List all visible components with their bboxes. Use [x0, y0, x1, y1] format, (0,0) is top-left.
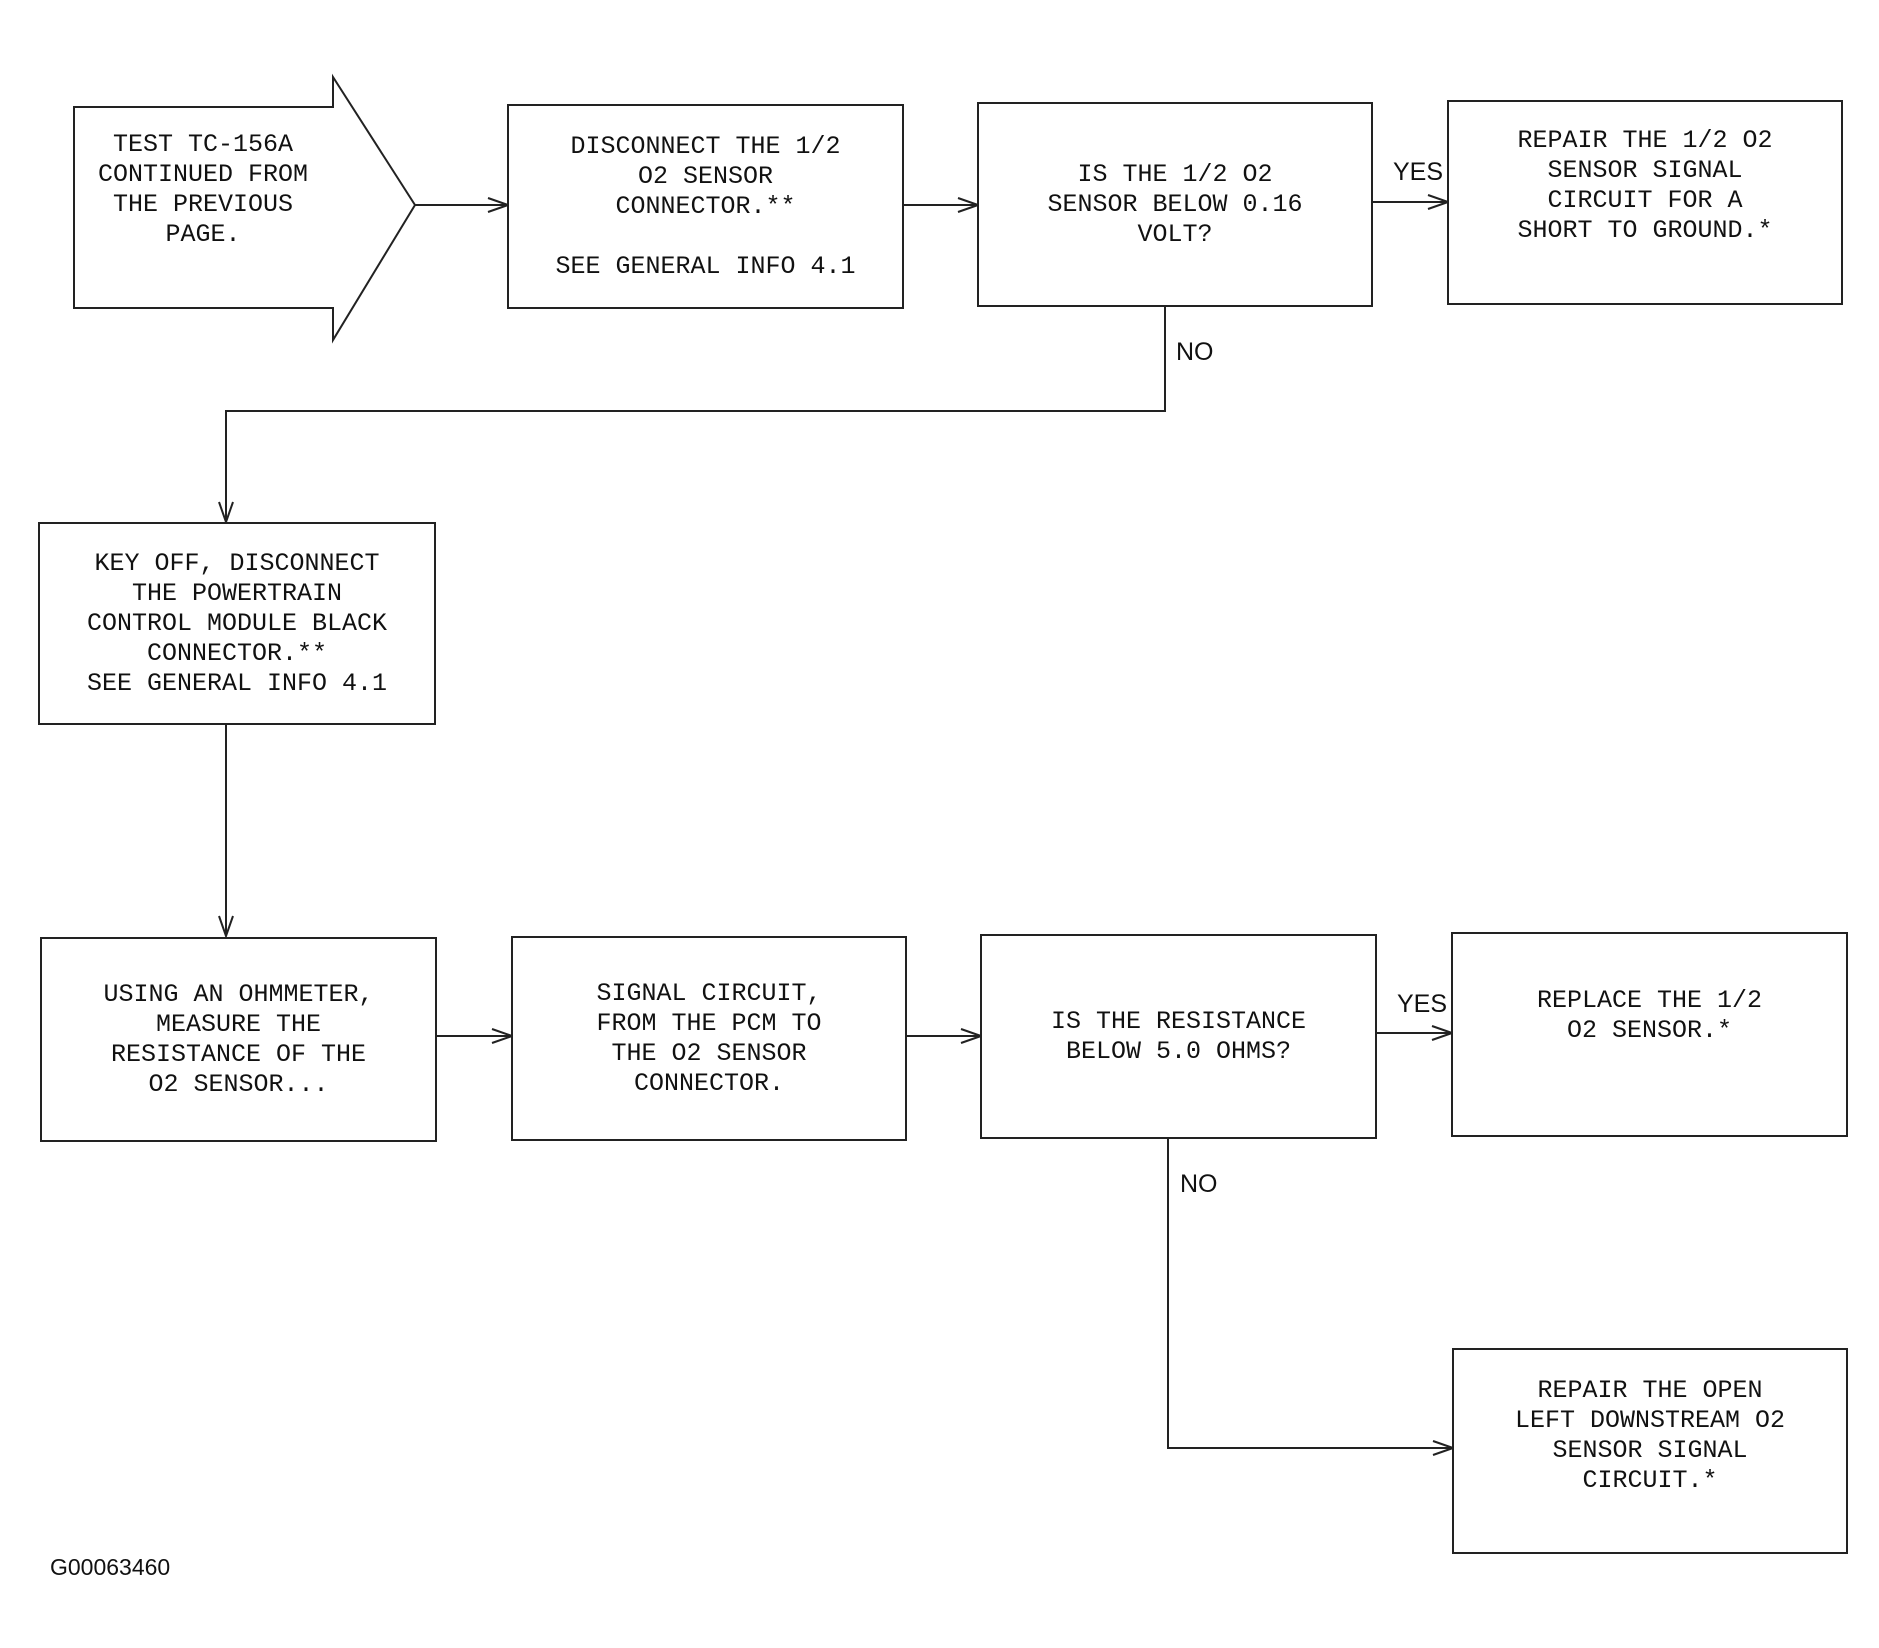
edge-label-no-resistance: NO [1180, 1170, 1218, 1198]
signal-circuit-box: SIGNAL CIRCUIT, FROM THE PCM TO THE O2 S… [511, 936, 907, 1141]
replace-o2-sensor-box: REPLACE THE 1/2 O2 SENSOR.* [1451, 932, 1848, 1137]
edge-no-resistance [1167, 1137, 1453, 1448]
repair-short-to-ground-box: REPAIR THE 1/2 O2 SENSOR SIGNAL CIRCUIT … [1447, 100, 1843, 305]
edge-label-yes-voltage: YES [1393, 158, 1444, 186]
question-resistance-decision: IS THE RESISTANCE BELOW 5.0 OHMS? [980, 934, 1377, 1139]
figure-id: G00063460 [50, 1554, 171, 1580]
disconnect-o2-connector-box: DISCONNECT THE 1/2 O2 SENSOR CONNECTOR.*… [507, 104, 904, 309]
start-node-text: TEST TC-156A CONTINUED FROM THE PREVIOUS… [97, 130, 309, 249]
question-voltage-decision: IS THE 1/2 O2 SENSOR BELOW 0.16 VOLT? [977, 102, 1373, 307]
edge-no-voltage [226, 307, 1166, 522]
edge-label-yes-resistance: YES [1397, 990, 1448, 1018]
key-off-disconnect-pcm-box: KEY OFF, DISCONNECT THE POWERTRAIN CONTR… [38, 522, 436, 725]
repair-open-circuit-box: REPAIR THE OPEN LEFT DOWNSTREAM O2 SENSO… [1452, 1348, 1848, 1554]
start-arrow-shape [73, 73, 417, 344]
ohmmeter-measure-box: USING AN OHMMETER, MEASURE THE RESISTANC… [40, 937, 437, 1142]
edge-label-no-voltage: NO [1176, 338, 1214, 366]
